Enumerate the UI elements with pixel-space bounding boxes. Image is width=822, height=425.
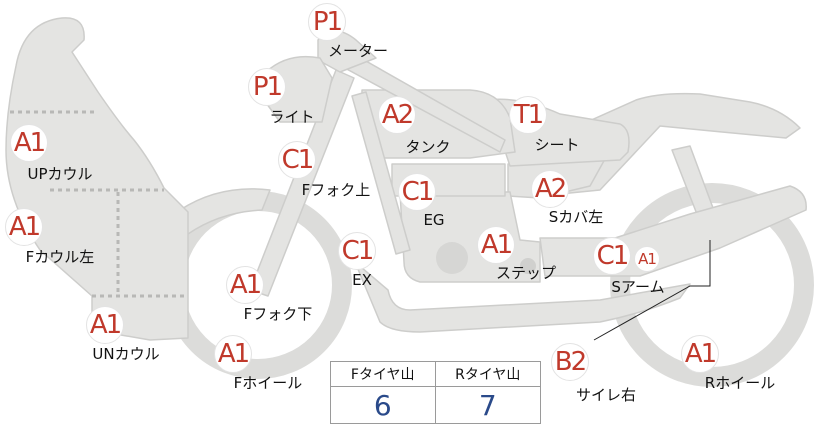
swing-arm-code-badge[interactable]: C1: [593, 237, 631, 275]
meter-code-badge[interactable]: P1: [308, 3, 346, 41]
step-code-badge[interactable]: A1: [477, 226, 515, 264]
rear-tread-header: Rタイヤ山: [435, 362, 540, 387]
frame-down-shape: [351, 91, 411, 255]
front-fork-lower-code-badge[interactable]: A1: [226, 266, 264, 304]
front-tread-value: 6: [331, 387, 436, 423]
rear-wheel-shape: [610, 183, 814, 387]
front-fork-upper-label[interactable]: Fフォク上: [301, 181, 371, 199]
front-fork-upper-code-badge[interactable]: C1: [278, 141, 316, 179]
swing-arm-secondary-code-badge[interactable]: A1: [634, 246, 660, 272]
meter-label[interactable]: メーター: [327, 42, 389, 60]
silencer-right-code-badge[interactable]: B2: [551, 343, 589, 381]
up-cowl-code-badge[interactable]: A1: [10, 124, 48, 162]
engine-cover-circle: [436, 242, 468, 274]
front-cowl-left-code-badge[interactable]: A1: [5, 208, 43, 246]
seat-code-badge[interactable]: T1: [509, 96, 547, 134]
cowl-shape: [5, 17, 189, 341]
light-code-badge[interactable]: P1: [248, 68, 286, 106]
step-label[interactable]: ステップ: [495, 264, 557, 282]
front-fork-shape: [249, 69, 355, 297]
tank-label[interactable]: タンク: [405, 138, 451, 156]
front-cowl-left-label[interactable]: Fカウル左: [25, 248, 95, 266]
side-cover-left-code-badge[interactable]: A2: [531, 170, 569, 208]
under-cowl-code-badge[interactable]: A1: [86, 306, 124, 344]
engine-code-badge[interactable]: C1: [398, 173, 436, 211]
front-fork-lower-label[interactable]: Fフォク下: [243, 305, 313, 323]
tire-tread-table: Fタイヤ山 Rタイヤ山 6 7: [330, 361, 541, 424]
rear-wheel-label[interactable]: Rホイール: [704, 374, 776, 392]
exhaust-label[interactable]: EX: [352, 271, 372, 289]
exhaust-code-badge[interactable]: C1: [338, 232, 376, 270]
silencer-leader-line: [593, 240, 711, 341]
light-label[interactable]: ライト: [269, 108, 315, 126]
rear-wheel-code-badge[interactable]: A1: [681, 335, 719, 373]
seat-label[interactable]: シート: [534, 136, 580, 154]
rear-tread-value: 7: [478, 388, 497, 422]
front-wheel-label[interactable]: Fホイール: [233, 374, 303, 392]
step-peg-circle: [520, 258, 536, 274]
front-wheel-code-badge[interactable]: A1: [214, 335, 252, 373]
front-fender-shape: [179, 188, 271, 235]
engine-label[interactable]: EG: [423, 211, 445, 229]
front-tread-header: Fタイヤ山: [331, 362, 436, 387]
up-cowl-label[interactable]: UPカウル: [27, 165, 93, 183]
under-cowl-label[interactable]: UNカウル: [92, 345, 160, 363]
side-cover-left-label[interactable]: Sカバ左: [548, 208, 604, 226]
tank-code-badge[interactable]: A2: [378, 96, 416, 134]
swing-arm-label[interactable]: Sアーム: [611, 278, 665, 296]
silencer-right-label[interactable]: サイレ右: [575, 386, 637, 404]
